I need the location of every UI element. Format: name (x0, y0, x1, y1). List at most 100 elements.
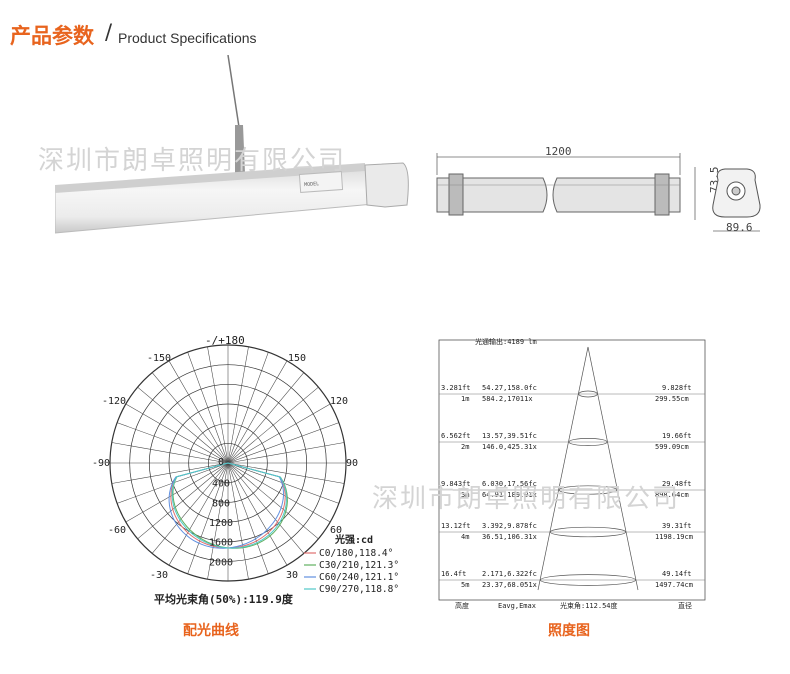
width-dimension: 89.6 (726, 221, 753, 234)
height-ft-1: 6.562ft (441, 432, 471, 440)
polar-spoke (227, 386, 319, 464)
illuminance-fc-2: 6.030,17.56fc (482, 480, 537, 488)
height-m-4: 5m (461, 581, 469, 589)
polar-diagram: -/+180 -150 150 -120 120 -90 90 -60 60 -… (92, 334, 399, 606)
polar-caption: 配光曲线 (183, 623, 239, 639)
height-ft-4: 16.4ft (441, 570, 466, 578)
radial-label-5: 2000 (209, 557, 233, 568)
polar-spoke (227, 346, 249, 464)
footer-beam-angle: 光束角:112.54度 (560, 601, 618, 610)
angle-label-neg30: -30 (150, 570, 168, 581)
tube-top (55, 163, 365, 193)
legend-entry-3: C90/270,118.8° (319, 584, 399, 595)
radial-label-0: 0 (218, 457, 224, 468)
angle-label-pos150: 150 (288, 353, 306, 364)
polar-grid (109, 344, 347, 582)
diameter-ft-0: 9.828ft (662, 384, 692, 392)
illuminance-lx-0: 584.2,17011x (482, 395, 533, 403)
angle-label-neg120: -120 (102, 396, 126, 407)
polar-spoke (227, 422, 339, 464)
length-dimension: 1200 (545, 145, 572, 158)
diameter-cm-3: 1198.19cm (655, 533, 693, 541)
illuminance-lx-3: 36.51,106.31x (482, 533, 537, 541)
header-separator: / (105, 20, 113, 44)
watermark-top: 深圳市朗卓照明有限公司 (38, 146, 347, 176)
height-ft-0: 3.281ft (441, 384, 471, 392)
polar-spoke (227, 462, 345, 484)
diameter-cm-2: 898.64cm (655, 491, 689, 499)
illuminance-frame (438, 339, 706, 601)
angle-label-180: -/+180 (205, 334, 245, 347)
header-title-cn: 产品参数 (10, 24, 94, 48)
radial-label-3: 1200 (209, 518, 233, 529)
legend-entry-0: C0/180,118.4° (319, 548, 393, 559)
illuminance-fc-1: 13.57,39.51fc (482, 432, 537, 440)
radial-label-4: 1600 (209, 538, 233, 549)
polar-curves (168, 462, 288, 549)
polar-spoke (227, 462, 269, 574)
polar-spoke (227, 360, 288, 464)
illuminance-lx-4: 23.37,68.051x (482, 581, 537, 589)
polar-spoke (227, 403, 331, 464)
polar-spoke (137, 386, 229, 464)
angle-label-pos90: 90 (346, 458, 358, 469)
legend-entry-1: C30/210,121.3° (319, 560, 399, 571)
polar-spoke (187, 462, 229, 574)
beam-ellipse-1 (568, 438, 608, 446)
diameter-ft-3: 39.31ft (662, 522, 692, 530)
product-photo: MODEL (55, 55, 409, 234)
height-m-2: 3m (461, 491, 469, 499)
illuminance-fc-4: 2.171,6.322fc (482, 570, 537, 578)
polar-spoke (227, 462, 249, 580)
height-ft-2: 9.843ft (441, 480, 471, 488)
polar-spoke (207, 346, 229, 464)
radial-label-1: 400 (212, 479, 230, 490)
polar-spoke (227, 352, 269, 464)
polar-spoke (207, 462, 229, 580)
watermark-bottom: 深圳市朗卓照明有限公司 (372, 484, 681, 514)
footer-height: 高度 (455, 601, 469, 610)
diameter-cm-4: 1497.74cm (655, 581, 693, 589)
angle-label-pos30: 30 (286, 570, 298, 581)
height-ft-3: 13.12ft (441, 522, 471, 530)
height-m-0: 1m (461, 395, 469, 403)
polar-spoke (117, 422, 229, 464)
illuminance-diagram: 光通输出:4189 lm3.281ft1m54.27,158.0fc584.2,… (438, 337, 706, 610)
fixture-side-left (436, 177, 548, 213)
legend-entry-2: C60/240,121.1° (319, 572, 399, 583)
radial-label-2: 800 (212, 498, 230, 509)
polar-spoke (111, 462, 229, 484)
polar-spoke (111, 442, 229, 464)
diameter-ft-2: 29.48ft (662, 480, 692, 488)
diameter-cm-1: 599.09cm (655, 443, 689, 451)
beam-edge-right (587, 346, 639, 591)
polar-spoke (151, 372, 229, 464)
beam-ellipse-3 (549, 526, 627, 538)
polar-spoke (227, 442, 345, 464)
illuminance-lx-2: 64.91,189.01x (482, 491, 537, 499)
end-bracket-left (448, 173, 464, 216)
angle-label-neg60: -60 (108, 525, 126, 536)
polar-spoke (227, 372, 305, 464)
polar-spoke (125, 403, 229, 464)
beam-ellipse-0 (578, 390, 598, 398)
beam-ellipse-4 (540, 574, 636, 586)
diameter-ft-1: 19.66ft (662, 432, 692, 440)
intensity-unit-label: 光强:cd (334, 533, 373, 546)
polar-spoke (227, 462, 319, 540)
footer-eavg: Eavg,Emax (498, 602, 536, 610)
end-bracket-right (654, 173, 670, 216)
diameter-cm-0: 299.55cm (655, 395, 689, 403)
polar-spoke (168, 462, 229, 566)
polar-spoke (227, 462, 305, 554)
label-plate-text: MODEL (304, 181, 319, 188)
polar-spoke (227, 462, 331, 523)
height-m-1: 2m (461, 443, 469, 451)
polar-spoke (187, 352, 229, 464)
polar-spoke (227, 462, 288, 566)
suspension-wire (227, 55, 240, 128)
polar-spoke (137, 462, 229, 540)
illuminance-lx-1: 146.0,425.31x (482, 443, 537, 451)
header-title-en: Product Specifications (118, 30, 257, 46)
height-m-3: 4m (461, 533, 469, 541)
